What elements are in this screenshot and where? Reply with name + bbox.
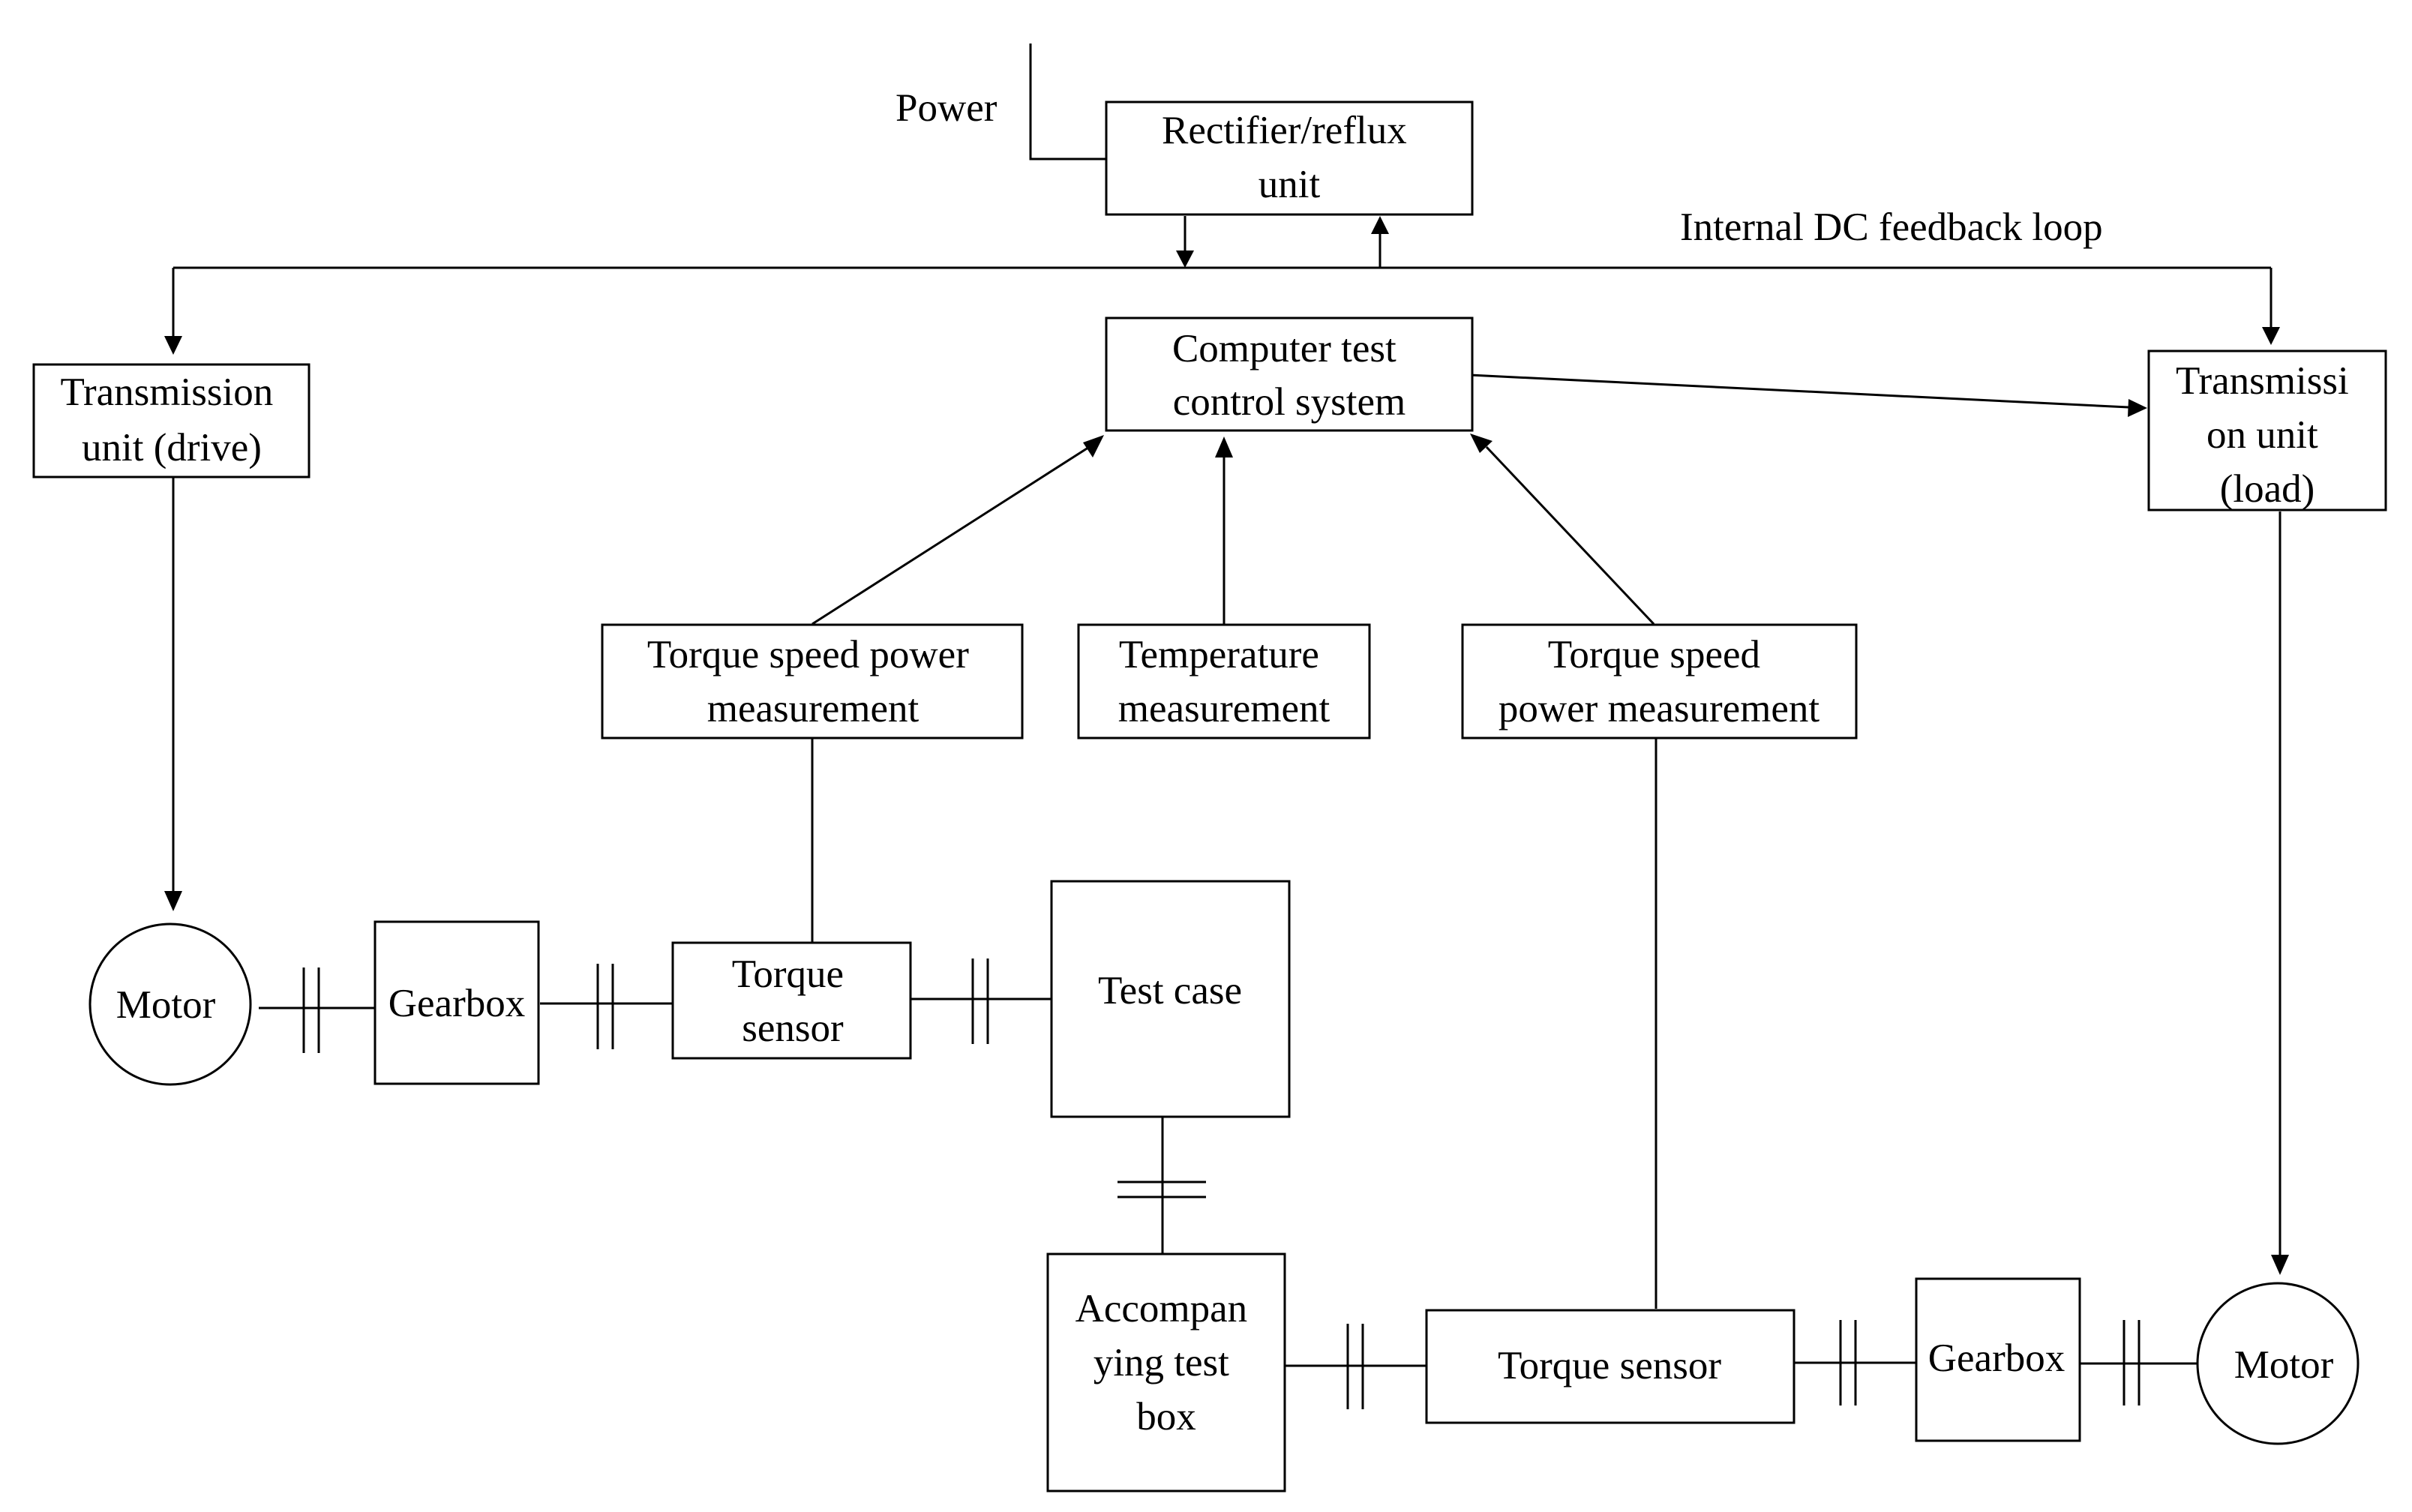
arrow-head-to-bus	[1176, 250, 1194, 268]
arrow-head-to-motor-left	[164, 891, 182, 911]
arrow-head-to-rectifier	[1371, 216, 1389, 234]
torque-sensor-right-box	[1425, 1309, 1796, 1424]
temperature-box	[1077, 623, 1371, 740]
motor-left-circle	[88, 922, 252, 1086]
dc-loop-label: Internal DC feedback loop	[1680, 206, 2103, 249]
power-label: Power	[896, 86, 998, 130]
gearbox-left-label: Gearbox	[388, 982, 525, 1025]
power-line	[1029, 44, 1106, 160]
arrow-head-to-drive	[164, 336, 182, 355]
arrow-head-to-computer-left	[1083, 435, 1104, 458]
gearbox-left-box	[374, 920, 540, 1085]
connection-lines	[172, 44, 2282, 1309]
arrow-head-to-load-unit	[2128, 399, 2147, 417]
accompanying-label: Accompan ying test box	[1076, 1287, 1258, 1438]
tsp-right-label: Torque speed power measurement	[1498, 633, 1820, 730]
transmission-load-box	[2147, 350, 2387, 512]
gearbox-right-label: Gearbox	[1928, 1336, 2065, 1380]
tsp-left-label: Torque speed power measurement	[647, 633, 979, 730]
temperature-label: Temperature measurement	[1118, 633, 1330, 730]
motor-right-label: Motor	[2234, 1343, 2334, 1387]
tsp-right-box	[1461, 623, 1858, 740]
transmission-drive-label: Transmission unit (drive)	[61, 370, 284, 470]
transmission-drive-box	[32, 363, 310, 478]
tsp-right-to-computer-line	[1485, 446, 1655, 626]
test-case-label: Test case	[1098, 969, 1242, 1012]
torque-sensor-left-label: Torque sensor	[732, 952, 854, 1050]
accompanying-box	[1046, 1252, 1286, 1492]
gearbox-right-box	[1915, 1277, 2081, 1442]
torque-sensor-right-label: Torque sensor	[1498, 1344, 1721, 1388]
computer-to-load-line	[1469, 374, 2129, 409]
test-case-box	[1050, 880, 1291, 1118]
arrow-head-to-motor-right	[2271, 1255, 2289, 1275]
computer-label: Computer test control system	[1172, 327, 1406, 424]
arrow-head-to-load	[2262, 327, 2280, 345]
motor-right-circle	[2196, 1282, 2360, 1445]
shafts-and-couplings	[259, 958, 2198, 1409]
rectifier-label: Rectifier/reflux unit	[1162, 109, 1417, 206]
arrow-head-to-computer-right	[1470, 434, 1492, 453]
tsp-left-to-computer-line	[812, 443, 1094, 626]
arrow-heads	[164, 216, 2289, 1275]
motor-left-label: Motor	[116, 983, 216, 1027]
arrow-head-to-computer-center	[1215, 436, 1233, 458]
torque-sensor-left-box	[671, 941, 912, 1060]
transmission-load-label: Transmissi on unit (load)	[2176, 359, 2359, 511]
rectifier-box	[1105, 100, 1474, 216]
tsp-left-box	[601, 623, 1024, 740]
computer-box	[1105, 316, 1474, 432]
labels: Power Internal DC feedback loop Rectifie…	[61, 86, 2359, 1438]
